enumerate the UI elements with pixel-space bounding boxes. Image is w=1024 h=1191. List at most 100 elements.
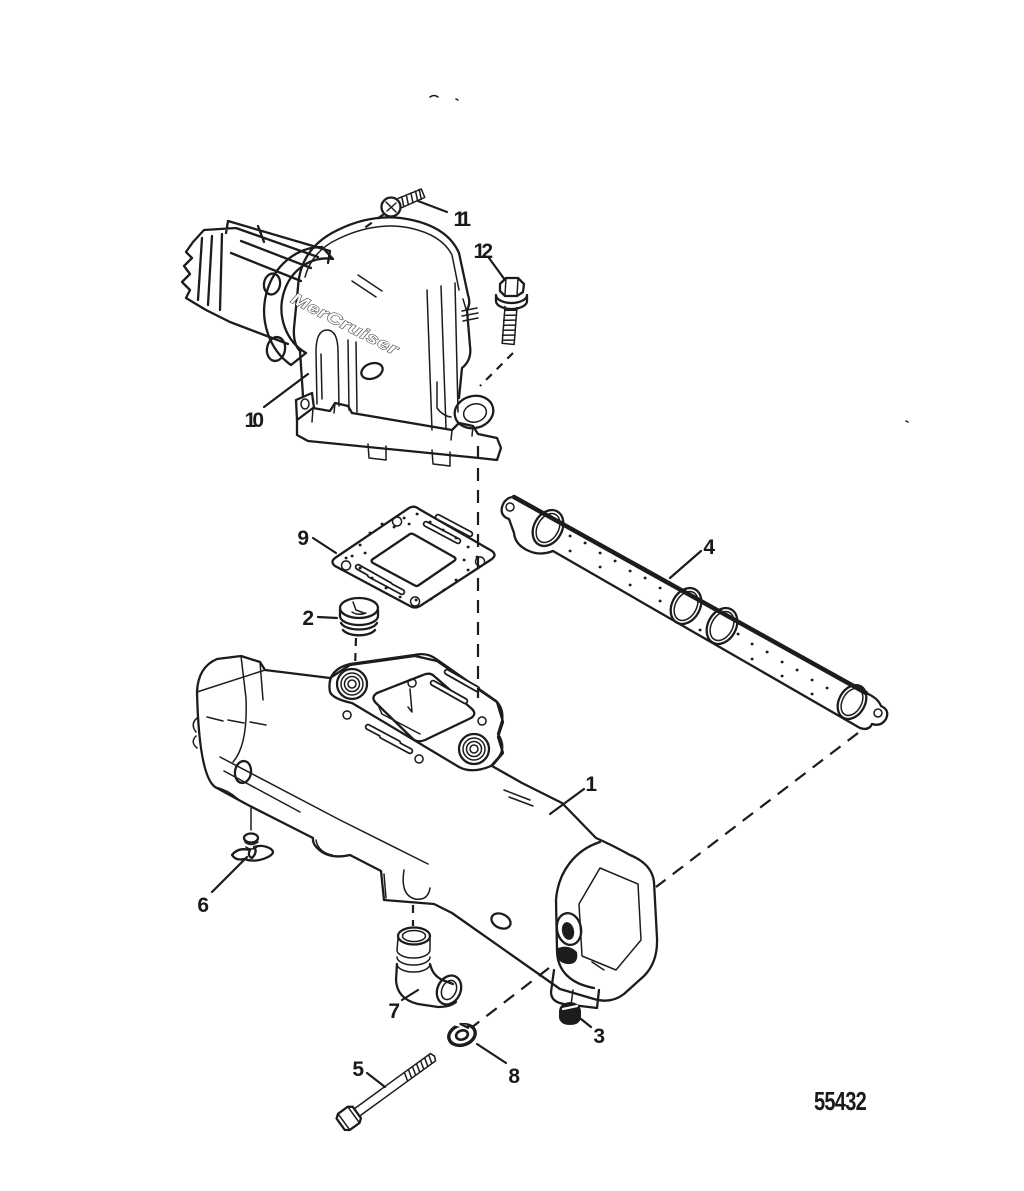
gasket-port <box>669 586 703 626</box>
callout-label-1: 1 <box>585 773 597 796</box>
leader-line <box>487 256 507 282</box>
riser-gasket-slots <box>354 513 474 596</box>
hex-head <box>498 276 526 298</box>
manifold-gasket <box>500 494 889 731</box>
leader-line <box>210 855 249 894</box>
elbow-front-hole <box>360 361 384 381</box>
callout-5: 5 <box>352 1058 387 1089</box>
axis-gasket4-bolt5 <box>470 732 859 1029</box>
manifold-side-hole-left <box>233 759 253 785</box>
figure-number: 55432 <box>814 1086 866 1116</box>
exhaust-manifold <box>192 652 659 1010</box>
hex-bolt <box>335 1052 437 1132</box>
callout-label-8: 8 <box>508 1065 520 1088</box>
elbow-mounting-flange <box>294 391 503 467</box>
callout-11: 11 <box>416 199 472 231</box>
callout-label-5: 5 <box>352 1058 364 1081</box>
elbow-outlet-port <box>436 381 495 430</box>
elbow-boss-hole-lower <box>265 335 287 363</box>
screw-11 <box>380 188 426 218</box>
leader-line <box>548 787 586 816</box>
callout-label-3: 3 <box>593 1025 604 1048</box>
manifold-outline <box>195 654 659 1002</box>
gasket-port <box>531 508 565 548</box>
manifold-end-cap <box>549 840 642 1010</box>
fitting-ribs <box>396 937 431 973</box>
clip-wings <box>230 844 275 862</box>
callout-label-10: 10 <box>245 409 264 432</box>
callout-label-4: 4 <box>703 536 715 559</box>
callout-4: 4 <box>668 536 716 580</box>
assembly-axis-lines <box>353 213 859 1029</box>
leader-line <box>262 372 310 409</box>
manifold-gasket-outline <box>500 495 889 731</box>
callout-10: 10 <box>245 372 310 432</box>
elbow-housing-details <box>304 225 479 431</box>
axis-screw11-elbow <box>362 213 385 230</box>
callout-12: 12 <box>474 240 507 282</box>
scan-specks <box>429 94 909 423</box>
pipe-plug-top <box>338 596 380 620</box>
mounting-pad-bolt-holes <box>342 678 487 764</box>
callout-label-12: 12 <box>474 240 493 263</box>
leader-line <box>416 199 449 214</box>
callout-9: 9 <box>297 527 338 555</box>
callout-2: 2 <box>302 607 339 630</box>
callout-3: 3 <box>579 1017 605 1048</box>
gasket-tab-hole <box>505 502 515 512</box>
callout-7: 7 <box>388 988 420 1023</box>
fitting-outlet <box>435 974 463 1006</box>
pipe-plug <box>338 596 380 637</box>
hex-bolt-head <box>335 1105 363 1132</box>
brand-logo: MerCruiser <box>288 290 401 359</box>
leader-line <box>311 536 338 555</box>
riser-gasket-bolt-holes <box>340 516 486 607</box>
hose-elbow-fitting <box>394 926 463 1009</box>
manifold-gasket-top-edge <box>511 494 869 696</box>
callout-label-2: 2 <box>302 607 313 630</box>
pipe-plug-threads <box>338 608 380 637</box>
phillips-cross <box>385 201 397 213</box>
exhaust-opening <box>372 672 476 743</box>
axis-bolt12-elbow <box>479 352 514 387</box>
manifold-left-end-details <box>192 655 429 865</box>
gasket-tab-hole <box>873 708 883 718</box>
clip-fastener <box>230 807 275 862</box>
elbow-housing-outline <box>292 216 472 400</box>
threaded-port-right <box>457 732 491 766</box>
callout-label-7: 7 <box>388 1000 399 1023</box>
riser-gasket-opening <box>370 532 457 588</box>
screw-head <box>380 196 402 218</box>
drain-plug <box>559 1002 581 1025</box>
callout-label-9: 9 <box>297 527 308 550</box>
screw-threads <box>397 188 426 209</box>
axis-plug2-port <box>353 637 358 669</box>
fitting-body <box>394 962 458 1009</box>
exhaust-elbow: MerCruiser <box>180 216 503 467</box>
callouts: 1 2 3 4 5 6 7 8 <box>197 199 716 1089</box>
fitting-top <box>396 926 432 946</box>
leader-line <box>316 615 339 620</box>
flange-left-tab <box>294 391 316 422</box>
riser-gasket <box>331 505 496 609</box>
flange-washer <box>494 293 529 311</box>
leader-line <box>475 1042 508 1065</box>
threaded-port-left <box>335 667 369 701</box>
washer-split <box>459 1022 470 1029</box>
manifold-mounting-pad <box>328 652 504 772</box>
elbow-hose-connector <box>180 219 332 346</box>
end-cap-boss <box>555 912 583 946</box>
elbow-boss-hole-upper <box>262 272 282 296</box>
callout-8: 8 <box>475 1042 521 1088</box>
callout-6: 6 <box>197 855 249 917</box>
manifold-body-slits <box>503 789 534 807</box>
leader-line <box>668 549 703 580</box>
riser-gasket-outline <box>331 505 496 609</box>
drain-plug-slot <box>561 1004 579 1011</box>
callout-1: 1 <box>548 773 598 816</box>
manifold-side-hole-right <box>490 912 512 930</box>
gasket-stipple <box>568 534 829 696</box>
gasket-port <box>705 606 739 646</box>
